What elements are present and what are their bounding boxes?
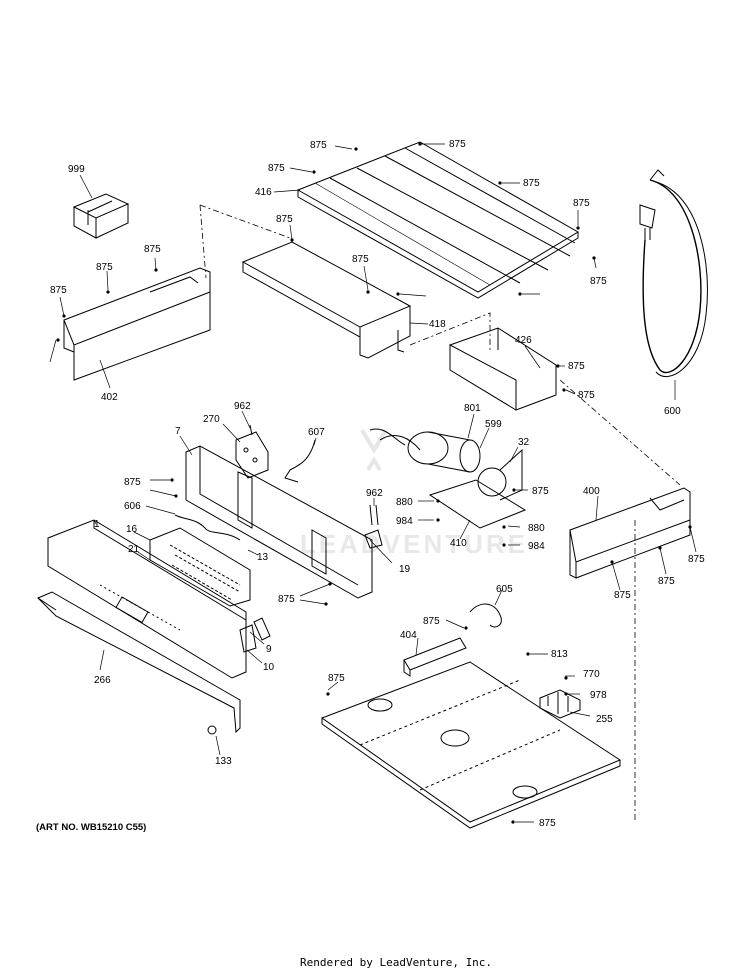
side-panel-400 [569,487,691,579]
label: 426 [515,335,532,346]
label: 984 [528,541,545,552]
label: 10 [263,662,275,673]
board-16 [149,527,251,607]
label: 410 [450,538,467,549]
fastener-dots [56,142,692,824]
label: 402 [101,392,118,403]
label: 875 [352,254,369,265]
board-270 [235,424,269,479]
label: 21 [128,544,140,555]
label: 19 [399,564,411,575]
label: 875 [523,178,540,189]
label: 875 [614,590,631,601]
top-panel-416 [296,141,579,299]
label: 266 [94,675,111,686]
bracket-418 [241,241,412,359]
label: 13 [257,552,269,563]
label: 605 [496,584,513,595]
label: 875 [658,576,675,587]
art-number: (ART NO. WB15210 C55) [36,822,146,833]
label: 9 [266,644,272,655]
label: 984 [396,516,413,527]
label: 962 [366,488,383,499]
harness-607 [284,439,316,483]
harness-606 [174,514,241,541]
leader-lines [49,143,697,823]
blower-assembly [369,428,527,529]
trim-266 [37,591,241,734]
terminal-block-255 [539,689,581,719]
hose-600 [639,169,708,377]
label: 599 [485,419,502,430]
label: 404 [400,630,417,641]
label: 999 [68,164,85,175]
label: 416 [255,187,272,198]
guide-lines [199,204,681,820]
label: 978 [590,690,607,701]
label: 801 [464,403,481,414]
label: 880 [528,523,545,534]
label: 875 [578,390,595,401]
side-panel-402 [63,267,211,381]
part-outlines: LEADVENTURE [37,141,708,829]
label: 875 [449,139,466,150]
label: 875 [278,594,295,605]
label: 133 [215,756,232,767]
label: 418 [429,319,446,330]
label: 880 [396,497,413,508]
label: 875 [532,486,549,497]
label: 875 [310,140,327,151]
clip-962 [364,504,383,549]
callout-labels: 875 875 875 416 875 875 875 999 875 875 … [50,139,705,829]
label: 16 [126,524,138,535]
label: 875 [423,616,440,627]
label: 875 [268,163,285,174]
harness-605 [469,603,502,628]
box-999 [72,193,130,239]
watermark-text: LEADVENTURE [300,529,528,559]
label: 962 [234,401,251,412]
label: 813 [551,649,568,660]
screw-133 [207,725,217,735]
knob-9-10 [239,617,271,653]
label: 270 [203,414,220,425]
front-panel-1 [47,519,247,679]
label: 875 [124,477,141,488]
label: 7 [175,426,181,437]
bracket-426 [448,327,557,411]
label: 875 [144,244,161,255]
label: 875 [328,673,345,684]
label: 400 [583,486,600,497]
bracket-404 [403,637,467,677]
label: 875 [96,262,113,273]
label: 875 [276,214,293,225]
label: 875 [590,276,607,287]
label: 875 [568,361,585,372]
label: 32 [518,437,530,448]
label: 875 [573,198,590,209]
label: 875 [688,554,705,565]
label: 875 [539,818,556,829]
floor-panel [320,661,622,829]
control-frame-7 [185,445,373,599]
label: 606 [124,501,141,512]
label: 600 [664,406,681,417]
watermark: LEADVENTURE [300,428,528,559]
label: 607 [308,427,325,438]
label: 875 [50,285,67,296]
label: 1 [94,519,100,530]
label: 770 [583,669,600,680]
label: 255 [596,714,613,725]
footer-credit: Rendered by LeadVenture, Inc. [300,956,492,969]
